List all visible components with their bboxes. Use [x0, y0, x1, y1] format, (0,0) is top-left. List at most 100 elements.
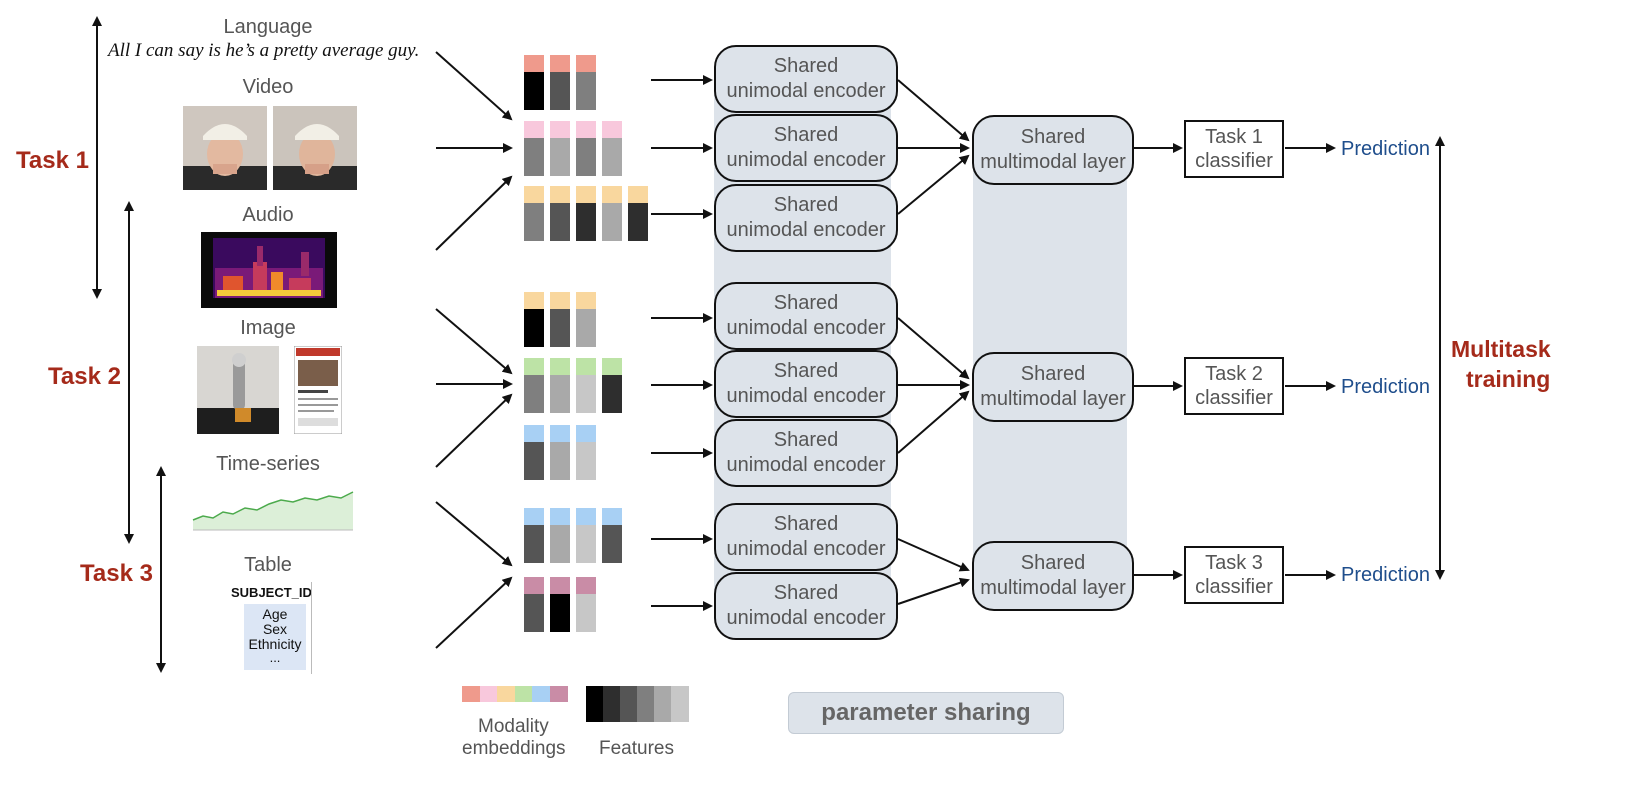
timeseries-chart — [183, 486, 357, 540]
parameter-sharing-label: parameter sharing — [821, 699, 1031, 726]
input-arrow — [435, 576, 513, 649]
parameter-sharing-legend: parameter sharing — [788, 692, 1064, 734]
table-row-ethnicity: Ethnicity — [248, 636, 302, 652]
modality-color-swatch — [532, 686, 550, 702]
encoder-title: Shared — [773, 292, 839, 314]
encoder-to-multimodal-arrow — [897, 538, 970, 572]
encoder-subtitle: unimodal encoder — [726, 538, 886, 560]
task-2-label: Task 2 — [48, 363, 121, 390]
feature-shade-swatch — [637, 686, 655, 722]
feature-token — [550, 309, 570, 347]
encoder-subtitle: unimodal encoder — [726, 149, 886, 171]
feature-token — [550, 594, 570, 632]
feature-token — [576, 203, 596, 241]
input-arrow — [435, 393, 513, 468]
modality-embedding-token — [524, 121, 544, 139]
shared-unimodal-encoder: Shared unimodal encoder — [714, 282, 898, 350]
encoder-to-multimodal-arrow — [897, 79, 970, 142]
classifier-subtitle: classifier — [1195, 387, 1273, 409]
encoder-to-multimodal-arrow — [897, 154, 970, 215]
modality-embedding-token — [576, 186, 596, 204]
feature-token — [628, 203, 648, 241]
feature-token — [576, 594, 596, 632]
modality-embedding-token — [550, 358, 570, 376]
timeseries-label: Time-series — [216, 453, 320, 475]
encoder-subtitle: unimodal encoder — [726, 385, 886, 407]
feature-token — [550, 375, 570, 413]
feature-shade-swatch — [586, 686, 604, 722]
task-3-classifier: Task 3 classifier — [1184, 546, 1284, 604]
modality-embedding-token — [524, 508, 544, 526]
image-webpage — [294, 346, 342, 434]
feature-token — [576, 525, 596, 563]
legend-modality-line2: embeddings — [462, 738, 566, 759]
feature-shade-swatch — [671, 686, 689, 722]
modality-embedding-token — [628, 186, 648, 204]
encoder-title: Shared — [773, 429, 839, 451]
modality-embedding-token — [524, 55, 544, 73]
feature-token — [576, 375, 596, 413]
feature-token — [576, 138, 596, 176]
prediction-2: Prediction — [1341, 376, 1430, 398]
feature-token — [550, 138, 570, 176]
modality-embedding-token — [602, 121, 622, 139]
task-2-classifier: Task 2 classifier — [1184, 357, 1284, 415]
modality-embedding-token — [576, 425, 596, 443]
modality-color-swatch — [462, 686, 480, 702]
encoder-to-multimodal-arrow — [897, 317, 970, 380]
video-frame-1 — [183, 106, 267, 190]
feature-token — [602, 525, 622, 563]
table-body — [244, 604, 306, 670]
modality-embedding-token — [602, 186, 622, 204]
feature-token — [602, 203, 622, 241]
input-arrow — [435, 308, 513, 375]
input-arrow — [435, 175, 513, 251]
table-header: SUBJECT_ID — [231, 585, 312, 600]
feature-token — [524, 525, 544, 563]
classifier-subtitle: classifier — [1195, 150, 1273, 172]
video-label: Video — [242, 76, 294, 98]
classifier-subtitle: classifier — [1195, 576, 1273, 598]
feature-shade-swatch — [603, 686, 621, 722]
modality-embedding-token — [576, 292, 596, 310]
table-label: Table — [244, 554, 292, 576]
modality-embedding-token — [550, 121, 570, 139]
audio-spectrogram — [201, 232, 337, 308]
modality-embedding-token — [550, 508, 570, 526]
feature-token — [524, 138, 544, 176]
modality-embedding-token — [550, 577, 570, 595]
feature-token — [576, 72, 596, 110]
encoder-title: Shared — [773, 582, 839, 604]
encoder-subtitle: unimodal encoder — [726, 80, 886, 102]
multitask-training-line1: Multitask — [1451, 336, 1551, 362]
feature-token — [550, 442, 570, 480]
modality-embedding-token — [576, 55, 596, 73]
modality-embedding-token — [550, 55, 570, 73]
table-row-age: Age — [262, 606, 288, 622]
modality-embedding-token — [602, 358, 622, 376]
modality-embedding-token — [524, 358, 544, 376]
feature-token — [576, 309, 596, 347]
encoder-title: Shared — [773, 360, 839, 382]
feature-token — [524, 72, 544, 110]
modality-embedding-token — [524, 186, 544, 204]
feature-token — [576, 442, 596, 480]
multimodal-title: Shared — [1020, 552, 1086, 574]
task-1-classifier: Task 1 classifier — [1184, 120, 1284, 178]
feature-token — [524, 203, 544, 241]
encoder-title: Shared — [773, 194, 839, 216]
prediction-3: Prediction — [1341, 564, 1430, 586]
encoder-subtitle: unimodal encoder — [726, 317, 886, 339]
multimodal-subtitle: multimodal layer — [980, 388, 1126, 410]
modality-embedding-token — [576, 121, 596, 139]
modality-embedding-token — [576, 508, 596, 526]
shared-unimodal-encoder: Shared unimodal encoder — [714, 350, 898, 418]
classifier-title: Task 2 — [1205, 363, 1263, 385]
classifier-title: Task 1 — [1205, 126, 1263, 148]
multimodal-title: Shared — [1020, 363, 1086, 385]
feature-shade-swatch — [620, 686, 638, 722]
